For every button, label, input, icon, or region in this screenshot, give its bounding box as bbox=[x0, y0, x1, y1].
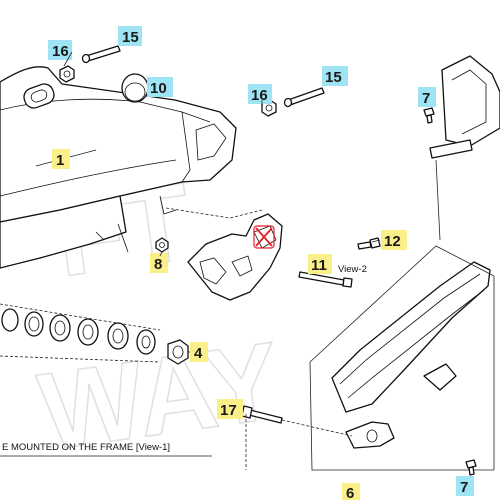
leader-line bbox=[159, 251, 163, 257]
bolt-part-15-right bbox=[283, 87, 325, 108]
callout-1: 1 bbox=[52, 149, 70, 169]
callout-text: 10 bbox=[150, 80, 167, 97]
cap-part-10 bbox=[121, 73, 149, 103]
callout-4: 4 bbox=[190, 342, 208, 362]
callout-text: 8 bbox=[154, 256, 162, 273]
bolt-part-17 bbox=[241, 405, 353, 470]
callout-text: 15 bbox=[122, 29, 139, 46]
bolt-part-15-upper bbox=[81, 45, 121, 64]
view-2-note: View-2 bbox=[338, 264, 367, 275]
callout-text: 1 bbox=[56, 152, 64, 169]
frame-bracket bbox=[429, 55, 500, 241]
callout-text: 12 bbox=[384, 233, 401, 250]
callout-12: 12 bbox=[381, 230, 407, 250]
leader-line bbox=[63, 51, 73, 67]
callout-text: 17 bbox=[220, 402, 237, 419]
callout-text: 16 bbox=[251, 87, 268, 104]
callout-text: 16 bbox=[52, 43, 69, 60]
callout-16-upper: 16 bbox=[48, 40, 72, 60]
chain-guide-bracket bbox=[165, 207, 283, 301]
screw-part-7-upper bbox=[423, 107, 435, 124]
screw-part-7-lower bbox=[465, 459, 477, 476]
callout-text: 4 bbox=[194, 345, 203, 362]
chain-slider-part-6 bbox=[309, 245, 495, 471]
callout-15-upper: 15 bbox=[118, 26, 142, 46]
callout-8: 8 bbox=[150, 253, 168, 273]
callout-10: 10 bbox=[147, 77, 173, 97]
callout-text: 6 bbox=[346, 485, 354, 500]
callout-7-lower: 7 bbox=[456, 476, 474, 496]
leader-line bbox=[371, 239, 381, 243]
callout-11: 11 bbox=[308, 254, 332, 274]
bolt-part-11 bbox=[298, 271, 353, 288]
callout-17: 17 bbox=[217, 399, 243, 419]
callout-7-upper: 7 bbox=[418, 87, 436, 107]
frame-mount-note: E MOUNTED ON THE FRAME [View-1] bbox=[2, 442, 170, 453]
callout-15-right: 15 bbox=[322, 66, 348, 86]
nut-part-8 bbox=[155, 237, 169, 253]
callout-16-right: 16 bbox=[248, 84, 272, 104]
callout-text: 7 bbox=[460, 479, 468, 496]
callout-text: 7 bbox=[422, 90, 430, 107]
bearing-stack bbox=[0, 303, 161, 363]
callout-text: 15 bbox=[325, 69, 342, 86]
nut-part-4 bbox=[167, 339, 189, 365]
bolt-part-12 bbox=[357, 237, 381, 250]
swing-arm-part-1 bbox=[0, 66, 237, 269]
nut-part-16-upper bbox=[59, 65, 75, 83]
callout-6: 6 bbox=[342, 483, 360, 500]
callout-text: 11 bbox=[311, 257, 327, 274]
